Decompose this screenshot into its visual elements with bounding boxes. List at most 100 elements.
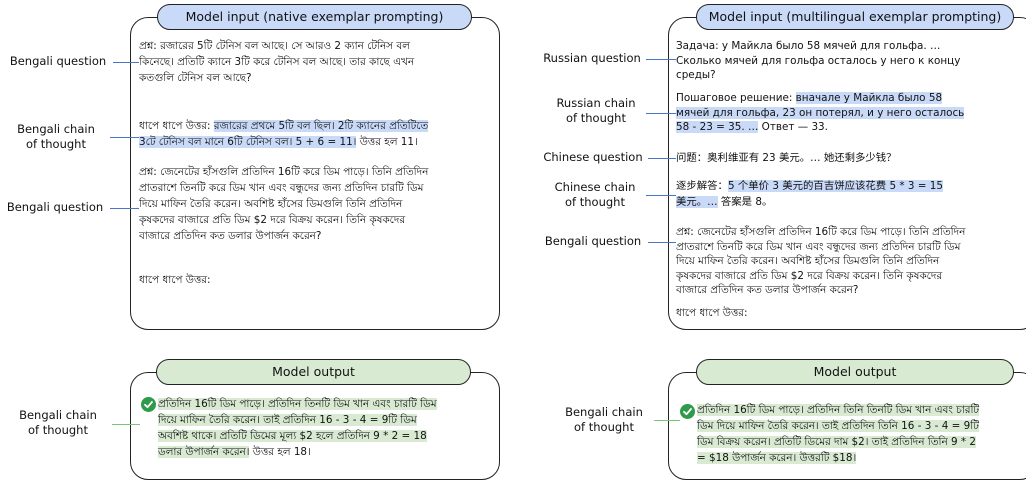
cot-highlight: вначале у Майкла было 58 — [795, 92, 943, 104]
label-bengali-question-2: Bengali question — [6, 200, 104, 214]
connector-line — [110, 137, 139, 138]
connector-line — [110, 208, 139, 209]
check-circle-icon — [680, 404, 695, 419]
text-line: Пошаговое решение: вначале у Майкла было… — [676, 91, 1021, 106]
label-bengali-cot-output: Bengali chain of thought — [6, 408, 110, 438]
cot-highlight: 5 个单价 3 美元的百吉饼应该花费 5 * 3 = 15 — [727, 180, 944, 192]
answer-prefix: ধাপে ধাপে উত্তর: — [139, 120, 214, 132]
label-line: Bengali chain — [17, 122, 95, 136]
left-output-text: প্রতিদিন 16টি ডিম পাড়ে। প্রতিদিন তিনটি … — [158, 396, 498, 460]
output-highlight: = $18 উপার্জন করেন। উত্তরটি $18। — [697, 452, 857, 464]
text-line: 逐步解答：5 个单价 3 美元的百吉饼应该花费 5 * 3 = 15 — [676, 178, 1021, 194]
answer-suffix: উত্তর হল 18। — [249, 446, 311, 458]
text-line: কতগুলি টেনিস বল আছে? — [139, 72, 252, 84]
connector-line — [648, 242, 676, 243]
text-line: প্রশ্ন: জেনেটের হাঁসগুলি প্রতিদিন 16টি ক… — [139, 166, 429, 178]
text-line: প্রাতরাশে তিনটি করে ডিম খান এবং বন্ধুদের… — [676, 240, 961, 253]
text-line: প্রশ্ন: জেনেটের হাঁসগুলি প্রতিদিন 16টি ক… — [676, 226, 966, 238]
label-bengali-question-right: Bengali question — [544, 234, 642, 248]
answer-suffix: 答案是 8。 — [717, 196, 773, 208]
text-line: দিয়ে মাফিন তৈরি করেন। অবশিষ্ট হাঁসের ডি… — [676, 255, 940, 267]
label-line: of thought — [566, 111, 626, 125]
connector-line — [113, 62, 139, 63]
text-line: কৃষকদের বাজারে প্রতি ডিম $2 দরে বিক্রয় … — [676, 269, 943, 282]
right-chinese-cot: 逐步解答：5 个单价 3 美元的百吉饼应该花费 5 * 3 = 15 美元。… … — [676, 178, 1021, 210]
text-line: Задача: у Майкла было 58 мячей для гольф… — [676, 40, 941, 52]
text-line: দিয়ে মাফিন তৈরি করেন। তাই প্রতিদিন 16 -… — [158, 412, 498, 428]
right-answer-prompt: ধাপে ধাপে উত্তর: — [676, 307, 748, 319]
cot-highlight: রজারের প্রথমে 5টি বল ছিল। 2টি ক্যানের প্… — [213, 120, 429, 132]
cot-highlight: 3টে টেনিস বল মানে 6টি টেনিস বল। 5 + 6 = … — [139, 136, 357, 148]
output-highlight: প্রতিদিন 16টি ডিম পাড়ে। প্রতিদিন তিনটি … — [158, 398, 437, 410]
text-line: мячей для гольфа, 23 он потерял, и у нег… — [676, 106, 1021, 121]
right-input-box — [668, 17, 1026, 330]
right-chinese-question: 问题：奥利维亚有 23 美元。… 她还剩多少钱？ — [676, 152, 897, 164]
output-highlight: অবশিষ্ট থাকে। প্রতিটি ডিমের মূল্য $2 হলে… — [158, 430, 427, 442]
text-line: 美元。… 答案是 8。 — [676, 194, 1021, 210]
left-input-box — [130, 17, 500, 330]
text-line: ডলার উপার্জন করেন। উত্তর হল 18। — [158, 444, 498, 460]
right-russian-question: Задача: у Майкла было 58 мячей для гольф… — [676, 39, 1021, 83]
label-russian-cot: Russian chain of thought — [548, 96, 644, 126]
text-line: প্রতিদিন 16টি ডিম পাড়ে। প্রতিদিন তিনি ত… — [697, 402, 1025, 418]
text-line: = $18 উপার্জন করেন। উত্তরটি $18। — [697, 450, 1025, 466]
text-line: কৃষকদের বাজারে প্রতি ডিম $2 দরে বিক্রয় … — [139, 214, 406, 226]
connector-line — [646, 195, 676, 196]
left-bengali-question-1: প্রশ্ন: রজারের 5টি টেনিস বল আছে। সে আরও … — [139, 38, 494, 86]
output-highlight: প্রতিদিন 16টি ডিম পাড়ে। প্রতিদিন তিনি ত… — [697, 404, 980, 416]
text-line: বাজারে প্রতিদিন কত ডলার উপার্জন করেন? — [676, 284, 859, 296]
label-bengali-cot-output-right: Bengali chain of thought — [556, 405, 652, 435]
text-line: ডিম দিয়ে মাফিন তৈরি করেন। তাই প্রতিদিন … — [697, 418, 1025, 434]
cot-highlight: 58 - 23 = 35. … — [676, 121, 759, 133]
text-line: কিনেছে। প্রতিটি ক্যানে 3টি করে টেনিস বল … — [139, 56, 415, 68]
right-bengali-question: প্রশ্ন: জেনেটের হাঁসগুলি প্রতিদিন 16টি ক… — [676, 225, 1026, 298]
answer-prefix: 逐步解答： — [676, 180, 728, 192]
label-line: Bengali chain — [19, 408, 97, 422]
label-line: of thought — [26, 137, 86, 151]
text-line: 3টে টেনিস বল মানে 6টি টেনিস বল। 5 + 6 = … — [139, 134, 494, 150]
output-highlight: ডিম বিক্রয় করেন। প্রতিটি ডিমের দাম $2। … — [697, 436, 977, 448]
right-russian-cot: Пошаговое решение: вначале у Майкла было… — [676, 91, 1021, 135]
answer-suffix: Ответ — 33. — [758, 121, 828, 133]
text-line: বাজারে প্রতিদিন কত ডলার উপার্জন করেন? — [139, 230, 322, 242]
text-line: среды? — [676, 69, 716, 81]
text-line: দিয়ে মাফিন তৈরি করেন। অবশিষ্ট হাঁসের ডি… — [139, 198, 403, 210]
label-line: Chinese chain — [554, 180, 636, 194]
text-line: অবশিষ্ট থাকে। প্রতিটি ডিমের মূল্য $2 হলে… — [158, 428, 498, 444]
output-highlight: ডিম দিয়ে মাফিন তৈরি করেন। তাই প্রতিদিন … — [697, 420, 979, 432]
output-highlight: দিয়ে মাফিন তৈরি করেন। তাই প্রতিদিন 16 -… — [158, 414, 417, 426]
connector-line — [654, 420, 680, 421]
right-input-header: Model input (multilingual exemplar promp… — [696, 4, 1014, 30]
cot-highlight: мячей для гольфа, 23 он потерял, и у нег… — [676, 106, 965, 119]
text-line: প্রাতরাশে তিনটি করে ডিম খান এবং বন্ধুদের… — [139, 182, 424, 194]
connector-line — [112, 424, 140, 425]
connector-line — [646, 113, 676, 114]
label-bengali-question-1: Bengali question — [9, 54, 107, 68]
text-line: ধাপে ধাপে উত্তর: রজারের প্রথমে 5টি বল ছি… — [139, 118, 494, 134]
text-line: প্রশ্ন: রজারের 5টি টেনিস বল আছে। সে আরও … — [139, 40, 410, 52]
text-line: ডিম বিক্রয় করেন। প্রতিটি ডিমের দাম $2। … — [697, 434, 1025, 450]
left-bengali-cot: ধাপে ধাপে উত্তর: রজারের প্রথমে 5টি বল ছি… — [139, 118, 494, 150]
connector-line — [646, 59, 676, 60]
label-line: of thought — [565, 195, 625, 209]
check-circle-icon — [141, 397, 156, 412]
output-highlight: ডলার উপার্জন করেন। — [158, 446, 250, 458]
label-chinese-question: Chinese question — [543, 150, 643, 164]
left-answer-prompt: ধাপে ধাপে উত্তর: — [139, 274, 211, 286]
connector-line — [648, 158, 676, 159]
cot-highlight: 美元。… — [676, 196, 718, 208]
label-chinese-cot: Chinese chain of thought — [546, 180, 644, 210]
label-bengali-cot-1: Bengali chain of thought — [4, 122, 108, 152]
text-line: 58 - 23 = 35. … Ответ — 33. — [676, 120, 1021, 135]
left-bengali-question-2: প্রশ্ন: জেনেটের হাঁসগুলি প্রতিদিন 16টি ক… — [139, 164, 494, 244]
text-line: Сколько мячей для гольфа осталось у него… — [676, 54, 961, 67]
label-russian-question: Russian question — [543, 51, 641, 65]
right-output-header: Model output — [696, 359, 1014, 385]
label-line: of thought — [28, 423, 88, 437]
left-output-header: Model output — [156, 359, 471, 385]
label-line: of thought — [574, 420, 634, 434]
left-input-header: Model input (native exemplar prompting) — [157, 4, 472, 30]
left-output-box — [130, 372, 500, 480]
label-line: Bengali chain — [565, 405, 643, 419]
right-output-text: প্রতিদিন 16টি ডিম পাড়ে। প্রতিদিন তিনি ত… — [697, 402, 1025, 466]
